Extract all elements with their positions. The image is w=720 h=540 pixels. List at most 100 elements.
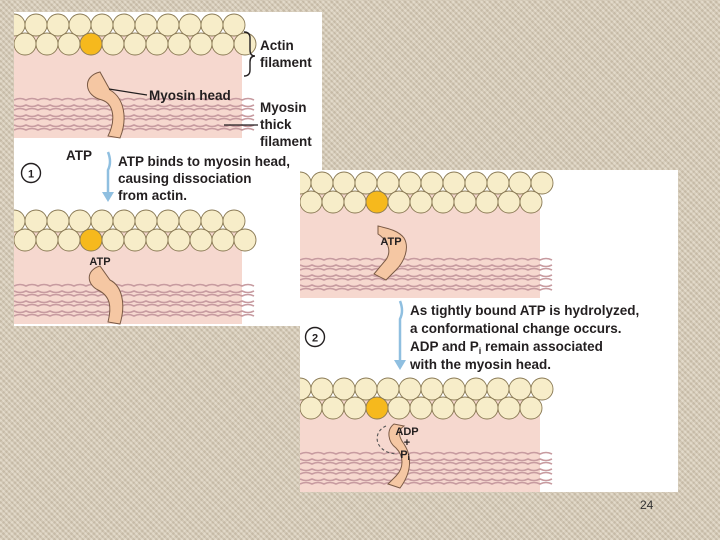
actin-filament-label-line2: filament [260,55,312,70]
step-2-panel: ATP 2 As tightly bound ATP is hydrolyzed… [288,170,678,492]
thick-filament-strand [299,284,553,288]
actin-bead [486,171,510,195]
actin-bead [321,190,345,214]
myosin-head-label: Myosin head [149,88,231,103]
actin-bead [398,377,422,401]
thick-filament-strand [299,458,553,462]
step-2-diagram: ATP 2 As tightly bound ATP is hydrolyzed… [288,171,639,492]
step-2-number-circle: 2 [304,326,326,348]
step-2-arrowhead [394,360,406,370]
step-2-arrow [398,300,404,362]
actin-bead [475,396,499,420]
actin-bead [420,377,444,401]
thick-filament-strand [299,264,553,268]
actin-bead [387,396,411,420]
actin-bead [431,190,455,214]
thick-filament-strand [299,468,553,472]
actin-bead [310,377,334,401]
actin-bead [299,396,323,420]
actin-bead [343,396,367,420]
actin-bead [409,396,433,420]
thick-filament-strand [13,124,255,128]
thick-filament-strand [13,97,255,101]
actin-bead [90,13,114,37]
actin-bead [46,13,70,37]
thick-filament-strand [13,290,255,294]
thick-filament-strand [299,257,553,261]
actin-bead [13,228,37,252]
step-2-caption-line3: ADP and Pi remain associated [410,339,603,356]
myosin-thick-filament [299,257,553,291]
actin-bead [310,171,334,195]
actin-bead [376,171,400,195]
actin-bead [519,396,543,420]
actin-bead [90,209,114,233]
actin-bead [332,171,356,195]
myosin-binding-site-bead [365,396,389,420]
actin-filament-label-line1: Actin [260,38,294,53]
actin-bead [508,377,532,401]
actin-scene-bottom [2,209,257,325]
step-1-arrowhead [102,192,114,202]
actin-bead [387,190,411,214]
page-number: 24 [640,498,654,512]
actin-bead [321,396,345,420]
actin-bead [167,228,191,252]
thick-filament-strand [13,293,255,297]
actin-bead [57,228,81,252]
thick-filament-strand [13,104,255,108]
actin-bead [431,396,455,420]
actin-bead [497,190,521,214]
actin-bead [530,377,554,401]
actin-bead [134,13,158,37]
actin-bead [35,228,59,252]
thick-filament-strand [13,303,255,307]
actin-bead [376,377,400,401]
actin-bead [486,377,510,401]
actin-bracket [243,31,256,77]
head-atp-label: ATP [89,256,110,268]
actin-bead [530,171,554,195]
actin-bead [24,209,48,233]
thick-filament-strand [13,107,255,111]
myosin-head [373,225,407,281]
myosin-head [387,423,410,489]
actin-bead [442,171,466,195]
actin-bead [464,171,488,195]
thick-filament-strand [299,274,553,278]
actin-scene-bottom [288,377,554,492]
head-plus-label: + [404,437,410,449]
previous-head-position-outline [376,425,397,455]
actin-bead [112,13,136,37]
actin-bead [508,171,532,195]
actin-bead [68,209,92,233]
step-2-number: 2 [312,333,318,345]
step-1-caption-line1: ATP binds to myosin head, [118,154,290,169]
thick-filament-strand [13,114,255,118]
myosin-binding-site-bead [365,190,389,214]
actin-bead [233,32,257,56]
thick-filament-strand [299,451,553,455]
actin-bead [453,396,477,420]
actin-bead [211,32,235,56]
actin-bead [343,190,367,214]
actin-bead [178,13,202,37]
myosin-binding-site-bead [79,32,103,56]
actin-bead [200,209,224,233]
step-1-arrow [106,151,112,195]
myosin-binding-site-bead [79,228,103,252]
actin-bead [497,396,521,420]
thick-filament-strand [299,481,553,485]
actin-scene-top [2,13,257,139]
thick-filament-strand [13,313,255,317]
myosin-thick-label-line2: thick [260,117,292,132]
actin-bead [519,190,543,214]
head-atp-label: ATP [380,236,401,248]
actin-bead [35,32,59,56]
thick-filament-strand [299,471,553,475]
actin-bead [464,377,488,401]
thick-filament-strand [299,277,553,281]
actin-bead [101,32,125,56]
actin-bead [420,171,444,195]
actin-bead [123,32,147,56]
